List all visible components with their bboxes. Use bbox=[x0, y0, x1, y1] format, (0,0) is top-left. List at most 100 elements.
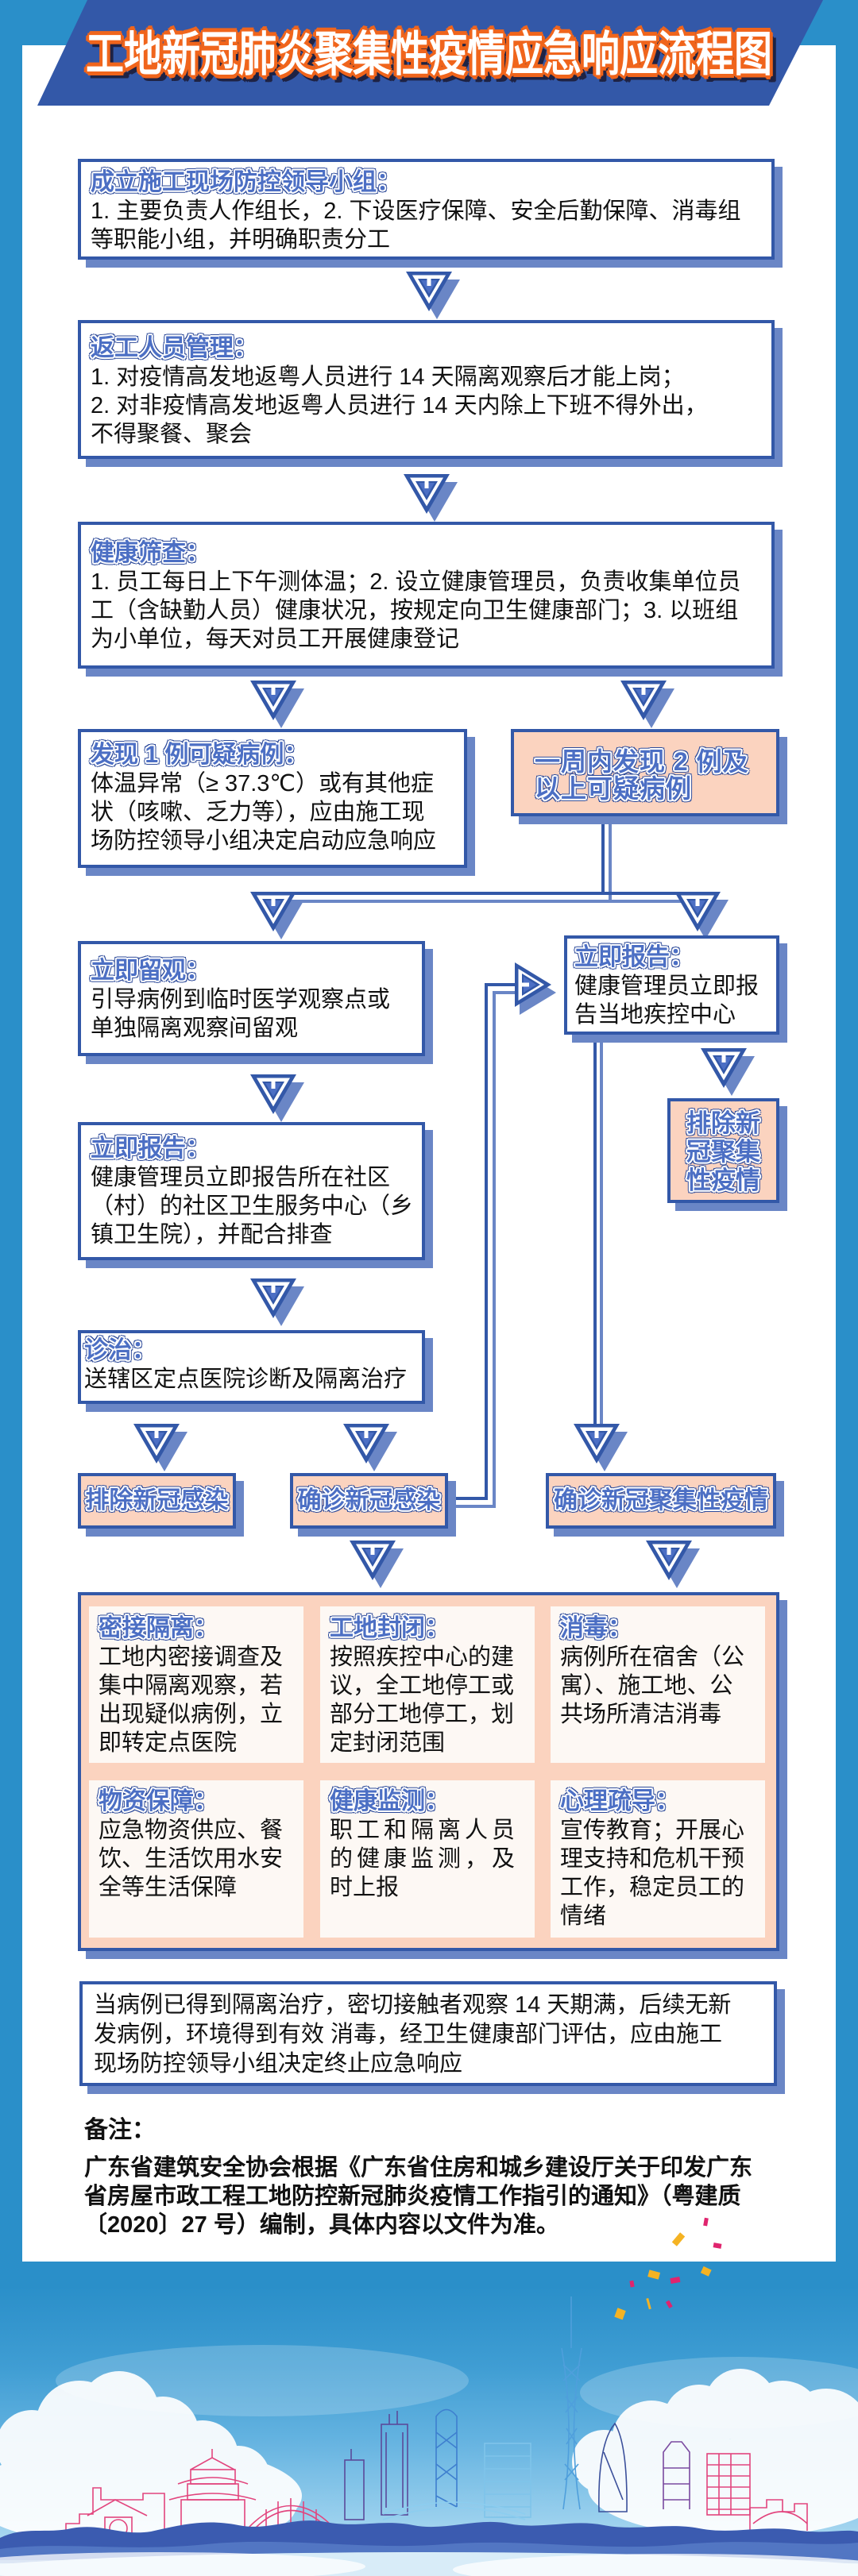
step-heading: 成立施工现场防控领导小组： bbox=[91, 169, 400, 195]
measure-text-line: 集中隔离观察，若 bbox=[99, 1673, 284, 1699]
skyline-office-building bbox=[484, 2443, 531, 2518]
outcome-box-exclude-infection: 排除新冠感染 bbox=[78, 1473, 236, 1529]
outcome-text-line: 性疫情 bbox=[686, 1167, 760, 1194]
step-heading: 立即报告： bbox=[574, 944, 694, 970]
step-text-line: 送辖区定点医院诊断及隔离治疗 bbox=[84, 1367, 408, 1392]
termination-box: 当病例已得到隔离治疗，密切接触者观察 14 天期满，后续无新 发病例，环境得到有… bbox=[79, 1981, 777, 2086]
step-text-line: 状（咳嗽、乏力等），应由施工现 bbox=[91, 800, 425, 825]
measure-text-line: 理支持和危机干预 bbox=[560, 1846, 745, 1872]
arrow-down-icon bbox=[250, 681, 306, 730]
skyline-pink-building bbox=[706, 2453, 808, 2531]
step-text-line: 不得聚餐、聚会 bbox=[91, 422, 253, 447]
connector-line bbox=[593, 1035, 597, 1425]
connector-line-shadow bbox=[448, 1505, 496, 1508]
outcome-box-confirmed-cluster: 确诊新冠聚集性疫情 bbox=[546, 1473, 776, 1529]
step-text-line: 1. 员工每日上下午测体温；2. 设立健康管理员，负责收集单位员 bbox=[91, 569, 741, 595]
step-box-report-to-cdc: 立即报告： 健康管理员立即报 告当地疾控中心 bbox=[564, 935, 779, 1035]
connector-line-shadow bbox=[493, 991, 520, 994]
outcome-label: 确诊新冠感染 bbox=[297, 1487, 441, 1514]
step-box-health-screening: 健康筛查： 1. 员工每日上下午测体温；2. 设立健康管理员，负责收集单位员 工… bbox=[78, 522, 775, 669]
confetti-decoration bbox=[614, 2217, 722, 2320]
skyline-curved-tower bbox=[598, 2422, 628, 2512]
termination-text-line: 当病例已得到隔离治疗，密切接触者观察 14 天期满，后续无新 bbox=[94, 1992, 732, 2018]
arrow-down-icon bbox=[701, 1048, 756, 1097]
confetti-piece bbox=[670, 2277, 681, 2284]
step-box-leadership-group: 成立施工现场防控领导小组： 1. 主要负责人作组长，2. 下设医疗保障、安全后勤… bbox=[78, 159, 775, 260]
measure-text-line: 工作，稳定员工的 bbox=[560, 1875, 745, 1900]
step-box-one-suspected-case: 发现 1 例可疑病例： 体温异常（≥ 37.3℃）或有其他症 状（咳嗽、乏力等）… bbox=[78, 729, 467, 868]
measure-text-line: 应急物资供应、餐 bbox=[99, 1818, 284, 1843]
measure-card-health-monitoring: 健康监测： 职工和隔离人员 的健康监测，及 时上报 bbox=[320, 1780, 535, 1938]
step-text-line: （村）的社区卫生服务中心（乡 bbox=[91, 1194, 414, 1219]
measure-text-line: 时上报 bbox=[330, 1875, 400, 1900]
confetti-piece bbox=[671, 2232, 686, 2246]
city-skyline-illustration bbox=[0, 2296, 858, 2576]
note-text-line: 省房屋市政工程工地防控新冠肺炎疫情工作指引的通知》（粤建质 bbox=[84, 2184, 741, 2209]
measure-text-line: 全等生活保障 bbox=[99, 1875, 238, 1900]
measure-text-line: 议，全工地停工或 bbox=[330, 1673, 515, 1699]
arrow-down-icon bbox=[674, 892, 730, 941]
step-text-line: 健康管理员立即报告所在社区 bbox=[91, 1165, 391, 1190]
connector-line-shadow bbox=[493, 991, 496, 1508]
arrow-down-icon bbox=[574, 1424, 629, 1473]
measure-text-line: 即转定点医院 bbox=[99, 1730, 238, 1756]
step-text-line: 工（含缺勤人员）健康状况，按规定向卫生健康部门；3. 以班组 bbox=[91, 598, 739, 623]
measure-text-line: 部分工地停工，划 bbox=[330, 1702, 515, 1727]
connector-line bbox=[448, 1497, 488, 1500]
step-box-diagnosis: 诊治： 送辖区定点医院诊断及隔离治疗 bbox=[78, 1330, 425, 1404]
measure-text-line: 饮、生活饮用水安 bbox=[99, 1846, 284, 1872]
confetti-piece bbox=[647, 2269, 661, 2280]
step-text-line: 1. 对疫情高发地返粤人员进行 14 天隔离观察后才能上岗； bbox=[91, 364, 685, 390]
step-text-line: 为小单位，每天对员工开展健康登记 bbox=[91, 627, 460, 652]
measure-heading: 心理疏导： bbox=[560, 1788, 679, 1814]
outcome-label: 排除新冠感染 bbox=[85, 1487, 229, 1514]
outcome-text-line: 排除新 bbox=[686, 1109, 760, 1137]
confetti-piece bbox=[703, 2217, 709, 2227]
step-heading: 立即留观： bbox=[91, 958, 210, 984]
step-heading: 立即报告： bbox=[91, 1136, 210, 1162]
arrow-down-icon bbox=[404, 474, 459, 523]
step-text-line: 1. 主要负责人作组长，2. 下设医疗保障、安全后勤保障、消毒组 bbox=[91, 199, 741, 224]
step-heading: 诊治： bbox=[84, 1337, 156, 1363]
measure-card-psychological-support: 心理疏导： 宣传教育；开展心 理支持和危机干预 工作，稳定员工的 情绪 bbox=[551, 1780, 765, 1938]
measure-card-disinfection: 消毒： 病例所在宿舍（公 寓）、施工地、公 共场所清洁消毒 bbox=[551, 1606, 765, 1763]
measure-heading: 消毒： bbox=[560, 1615, 632, 1641]
step-text-line: 单独隔离观察间留观 bbox=[91, 1016, 299, 1041]
note-text-line: 〔2020〕27 号）编制，具体内容以文件为准。 bbox=[84, 2212, 559, 2238]
connector-line bbox=[485, 983, 488, 1500]
outcome-label: 确诊新冠聚集性疫情 bbox=[554, 1487, 768, 1514]
skyline-landmarks bbox=[65, 2296, 808, 2540]
outcome-text-line: 冠聚集 bbox=[686, 1138, 760, 1166]
note-body: 广东省建筑安全协会根据《广东省住房和城乡建设厅关于印发广东 省房屋市政工程工地防… bbox=[84, 2154, 752, 2239]
outcome-box-confirmed-infection: 确诊新冠感染 bbox=[290, 1473, 448, 1529]
skyline-canton-tower bbox=[561, 2296, 582, 2510]
measure-heading: 工地封闭： bbox=[330, 1615, 449, 1641]
confetti-piece bbox=[713, 2242, 722, 2249]
connector-line-shadow bbox=[284, 900, 708, 903]
step-text-line: 镇卫生院），并配合排查 bbox=[91, 1222, 333, 1248]
measure-heading: 物资保障： bbox=[99, 1788, 218, 1814]
step-text-line: 体温异常（≥ 37.3℃）或有其他症 bbox=[91, 771, 434, 796]
arrow-right-icon bbox=[515, 962, 561, 1016]
connector-line bbox=[485, 983, 518, 986]
step-box-report-to-community: 立即报告： 健康管理员立即报告所在社区 （村）的社区卫生服务中心（乡 镇卫生院）… bbox=[78, 1122, 425, 1260]
measure-text-line: 情绪 bbox=[560, 1903, 607, 1929]
arrow-down-icon bbox=[350, 1541, 405, 1590]
measure-text-line: 出现疑似病例，立 bbox=[99, 1702, 284, 1727]
skyline-towers-left bbox=[344, 2411, 408, 2520]
skyline-bridge bbox=[382, 2501, 526, 2520]
arrow-down-icon bbox=[250, 1074, 306, 1124]
outcome-box-two-or-more-cases: 一周内发现 2 例及 以上可疑病例 bbox=[511, 729, 779, 816]
outcome-text-line: 一周内发现 2 例及 bbox=[535, 747, 749, 776]
measure-text-line: 宣传教育；开展心 bbox=[560, 1818, 745, 1843]
step-text-line: 引导病例到临时医学观察点或 bbox=[91, 987, 391, 1012]
measure-text-line: 工地内密接调查及 bbox=[99, 1645, 284, 1670]
confetti-piece bbox=[614, 2308, 626, 2320]
step-box-immediate-observation: 立即留观： 引导病例到临时医学观察点或 单独隔离观察间留观 bbox=[78, 941, 425, 1056]
skyline-lattice-tower bbox=[435, 2408, 458, 2508]
title-banner bbox=[37, 0, 823, 106]
outcome-box-exclude-cluster: 排除新 冠聚集 性疫情 bbox=[667, 1098, 779, 1203]
confetti-piece bbox=[646, 2297, 651, 2310]
connector-line-shadow bbox=[609, 821, 612, 903]
